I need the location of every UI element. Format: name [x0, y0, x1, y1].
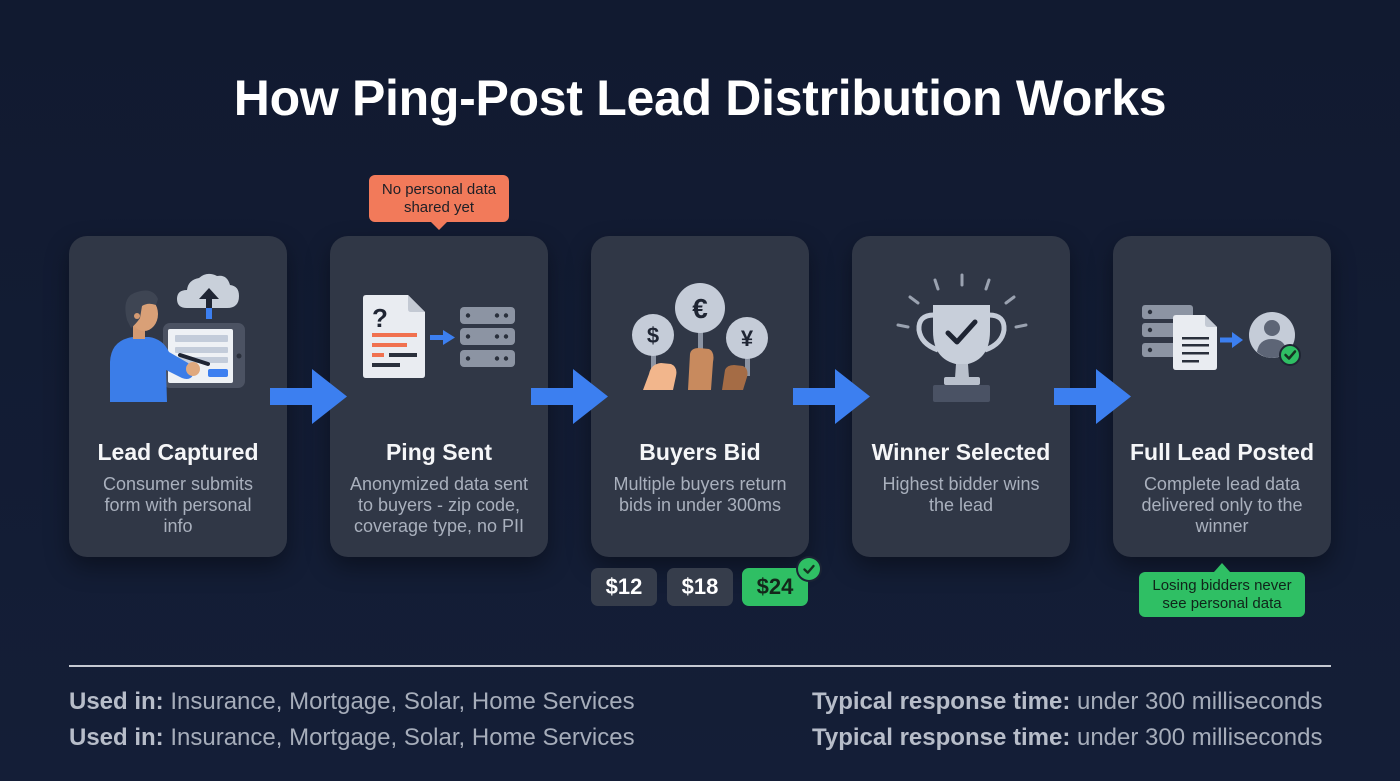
- footer-used-in: Used in: Insurance, Mortgage, Solar, Hom…: [69, 684, 635, 756]
- no-personal-data-callout: No personal data shared yet: [369, 175, 509, 230]
- footer-row: Used in: Insurance, Mortgage, Solar, Hom…: [69, 720, 635, 756]
- step-description: Highest bidder wins the lead: [852, 474, 1070, 516]
- description-line: bids in under 300ms: [618, 495, 782, 515]
- step-title: Winner Selected: [871, 439, 1051, 465]
- check-badge-icon: [798, 558, 820, 580]
- flow-arrow-icon: [531, 369, 608, 424]
- losing-bidders-callout: Losing bidders never see personal data: [1139, 563, 1305, 617]
- question-mark-glyph: ?: [372, 303, 388, 333]
- footer-row: Typical response time: under 300 millise…: [812, 684, 1322, 720]
- callout-line: No personal data: [381, 181, 497, 198]
- callout-line: shared yet: [403, 198, 475, 216]
- callout-line: Losing bidders never: [1152, 577, 1292, 594]
- bid-chip: $12: [591, 568, 657, 606]
- description-line: info: [163, 516, 193, 536]
- winning-bid-chip: $24: [742, 568, 808, 606]
- footer-value: Insurance, Mortgage, Solar, Home Service…: [163, 724, 635, 751]
- step-description: Complete lead data delivered only to the…: [1113, 474, 1331, 537]
- footer-value: Insurance, Mortgage, Solar, Home Service…: [163, 688, 635, 715]
- footer-label: Used in:: [69, 724, 164, 751]
- footer-label: Typical response time:: [812, 688, 1071, 715]
- description-line: Consumer submits: [102, 474, 254, 494]
- description-line: winner: [1195, 516, 1249, 536]
- description-line: the lead: [928, 495, 994, 515]
- description-line: Highest bidder wins: [882, 474, 1040, 494]
- footer-label: Used in:: [69, 688, 164, 715]
- dollar-glyph: $: [647, 323, 659, 348]
- description-line: coverage type, no PII: [353, 516, 525, 536]
- step-card-ping-sent: ? Ping Sent Anonymized data sent to buye…: [330, 236, 548, 557]
- document-to-servers-icon: ?: [363, 295, 515, 378]
- description-line: delivered only to the: [1141, 495, 1303, 515]
- footer-response-time: Typical response time: under 300 millise…: [812, 684, 1322, 756]
- step-title: Ping Sent: [385, 439, 493, 465]
- description-line: to buyers - zip code,: [357, 495, 521, 515]
- description-line: Multiple buyers return: [613, 474, 787, 494]
- step-description: Multiple buyers return bids in under 300…: [591, 474, 809, 516]
- euro-glyph: €: [692, 293, 708, 324]
- step-card-lead-captured: Lead Captured Consumer submits form with…: [69, 236, 287, 557]
- footer-value: under 300 milliseconds: [1070, 724, 1323, 751]
- step-card-buyers-bid: $ € ¥ Buyers Bid Multiple buyers return …: [591, 236, 809, 557]
- user-form-cloud-upload-icon: [110, 273, 245, 402]
- step-title: Buyers Bid: [639, 439, 761, 465]
- footer-row: Typical response time: under 300 millise…: [812, 720, 1322, 756]
- description-line: Complete lead data: [1143, 474, 1301, 494]
- step-title: Lead Captured: [97, 439, 259, 465]
- divider: [69, 665, 1331, 667]
- step-description: Anonymized data sent to buyers - zip cod…: [330, 474, 548, 537]
- footer-row: Used in: Insurance, Mortgage, Solar, Hom…: [69, 684, 635, 720]
- bid-paddles-icon: $ € ¥: [632, 283, 768, 390]
- bid-chip: $18: [667, 568, 733, 606]
- flow-arrow-icon: [1054, 369, 1131, 424]
- flow-arrow-icon: [270, 369, 347, 424]
- page-title: How Ping-Post Lead Distribution Works: [233, 70, 1167, 126]
- callout-line: see personal data: [1162, 594, 1282, 612]
- servers-document-to-user-icon: [1142, 305, 1301, 370]
- trophy-check-icon: [896, 273, 1028, 402]
- footer-label: Typical response time:: [812, 724, 1071, 751]
- description-line: form with personal: [104, 495, 252, 515]
- flow-arrow-icon: [793, 369, 870, 424]
- step-title: Full Lead Posted: [1129, 439, 1315, 465]
- step-card-full-lead-posted: Full Lead Posted Complete lead data deli…: [1113, 236, 1331, 557]
- description-line: Anonymized data sent: [349, 474, 529, 494]
- step-card-winner-selected: Winner Selected Highest bidder wins the …: [852, 236, 1070, 557]
- step-description: Consumer submits form with personal info: [69, 474, 287, 537]
- yen-glyph: ¥: [741, 326, 754, 351]
- footer-value: under 300 milliseconds: [1070, 688, 1323, 715]
